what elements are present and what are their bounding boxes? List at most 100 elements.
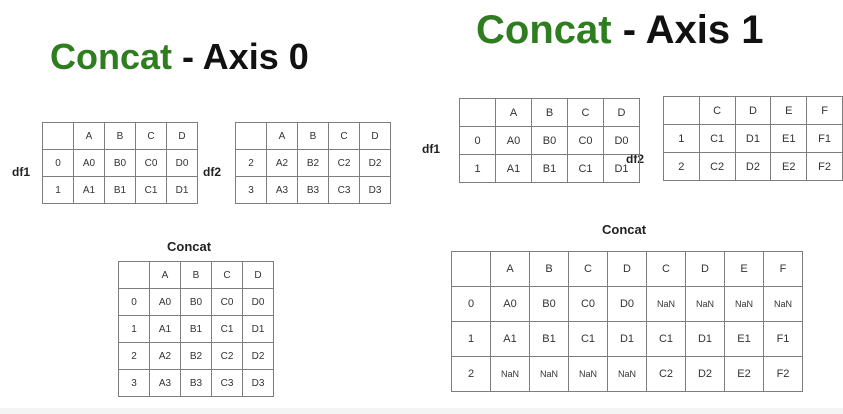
- table-cell: D3: [359, 176, 391, 204]
- axis1-concat-label: Concat: [602, 222, 647, 237]
- axis0-df1-label: df1: [12, 165, 30, 179]
- table-cell: D1: [166, 176, 198, 204]
- table-cell: E2: [770, 152, 808, 181]
- row-index: 1: [451, 321, 491, 357]
- table-cell: B2: [297, 149, 329, 177]
- row-index: 1: [118, 315, 150, 343]
- table-cell: A0: [495, 126, 532, 155]
- column-header: B: [104, 122, 136, 150]
- axis1-df1-label: df1: [422, 142, 440, 156]
- table-cell: B1: [104, 176, 136, 204]
- table-cell: NaN: [685, 286, 725, 322]
- table-cell: NaN: [568, 356, 608, 392]
- table-cell: NaN: [529, 356, 569, 392]
- corner-cell: [451, 251, 491, 287]
- table-cell: B0: [531, 126, 568, 155]
- column-header: C: [568, 251, 608, 287]
- table-cell: A1: [73, 176, 105, 204]
- axis1-title-concat: Concat: [476, 8, 612, 52]
- column-header: C: [567, 98, 604, 127]
- column-header: D: [166, 122, 198, 150]
- table-cell: NaN: [607, 356, 647, 392]
- column-header: C: [698, 96, 736, 125]
- column-header: D: [359, 122, 391, 150]
- table-cell: A2: [149, 342, 181, 370]
- table-cell: E1: [724, 321, 764, 357]
- table-cell: C1: [568, 321, 608, 357]
- table-cell: NaN: [724, 286, 764, 322]
- column-header: A: [266, 122, 298, 150]
- table-cell: D2: [734, 152, 772, 181]
- table-cell: F2: [806, 152, 843, 181]
- table-cell: NaN: [763, 286, 803, 322]
- corner-cell: [663, 96, 700, 125]
- table-cell: NaN: [646, 286, 686, 322]
- column-header: F: [763, 251, 803, 287]
- axis1-title: Concat - Axis 1: [476, 8, 764, 53]
- column-header: E: [724, 251, 764, 287]
- column-header: C: [135, 122, 167, 150]
- column-header: C: [328, 122, 360, 150]
- table-cell: F1: [763, 321, 803, 357]
- table-cell: B1: [180, 315, 212, 343]
- table-cell: A0: [490, 286, 530, 322]
- column-header: F: [806, 96, 843, 125]
- column-header: C: [211, 261, 243, 289]
- row-index: 1: [459, 154, 496, 183]
- bottom-fade: [0, 408, 843, 414]
- row-index: 3: [118, 369, 150, 397]
- table-cell: B1: [529, 321, 569, 357]
- corner-cell: [118, 261, 150, 289]
- table-cell: A3: [266, 176, 298, 204]
- table-cell: D1: [685, 321, 725, 357]
- table-cell: A0: [149, 288, 181, 316]
- column-header: D: [242, 261, 274, 289]
- axis0-concat-label: Concat: [167, 239, 212, 254]
- table-cell: A3: [149, 369, 181, 397]
- table-cell: D0: [603, 126, 640, 155]
- table-cell: D2: [685, 356, 725, 392]
- column-header: B: [529, 251, 569, 287]
- table-cell: C3: [211, 369, 243, 397]
- axis0-df2-label: df2: [203, 165, 221, 179]
- row-index: 1: [663, 124, 700, 153]
- table-cell: E1: [770, 124, 808, 153]
- row-index: 2: [663, 152, 700, 181]
- table-cell: C1: [567, 154, 604, 183]
- table-cell: C2: [646, 356, 686, 392]
- table-cell: A1: [490, 321, 530, 357]
- table-cell: D1: [603, 154, 640, 183]
- column-header: D: [603, 98, 640, 127]
- column-header: B: [531, 98, 568, 127]
- row-index: 3: [235, 176, 267, 204]
- table-cell: C0: [135, 149, 167, 177]
- axis1-title-axis: - Axis 1: [611, 8, 764, 52]
- column-header: D: [607, 251, 647, 287]
- table-cell: NaN: [490, 356, 530, 392]
- table-cell: F1: [806, 124, 843, 153]
- table-cell: C2: [698, 152, 736, 181]
- row-index: 0: [118, 288, 150, 316]
- table-cell: B2: [180, 342, 212, 370]
- table-cell: D1: [242, 315, 274, 343]
- table-cell: B3: [180, 369, 212, 397]
- row-index: 0: [42, 149, 74, 177]
- axis0-title: Concat - Axis 0: [50, 36, 309, 78]
